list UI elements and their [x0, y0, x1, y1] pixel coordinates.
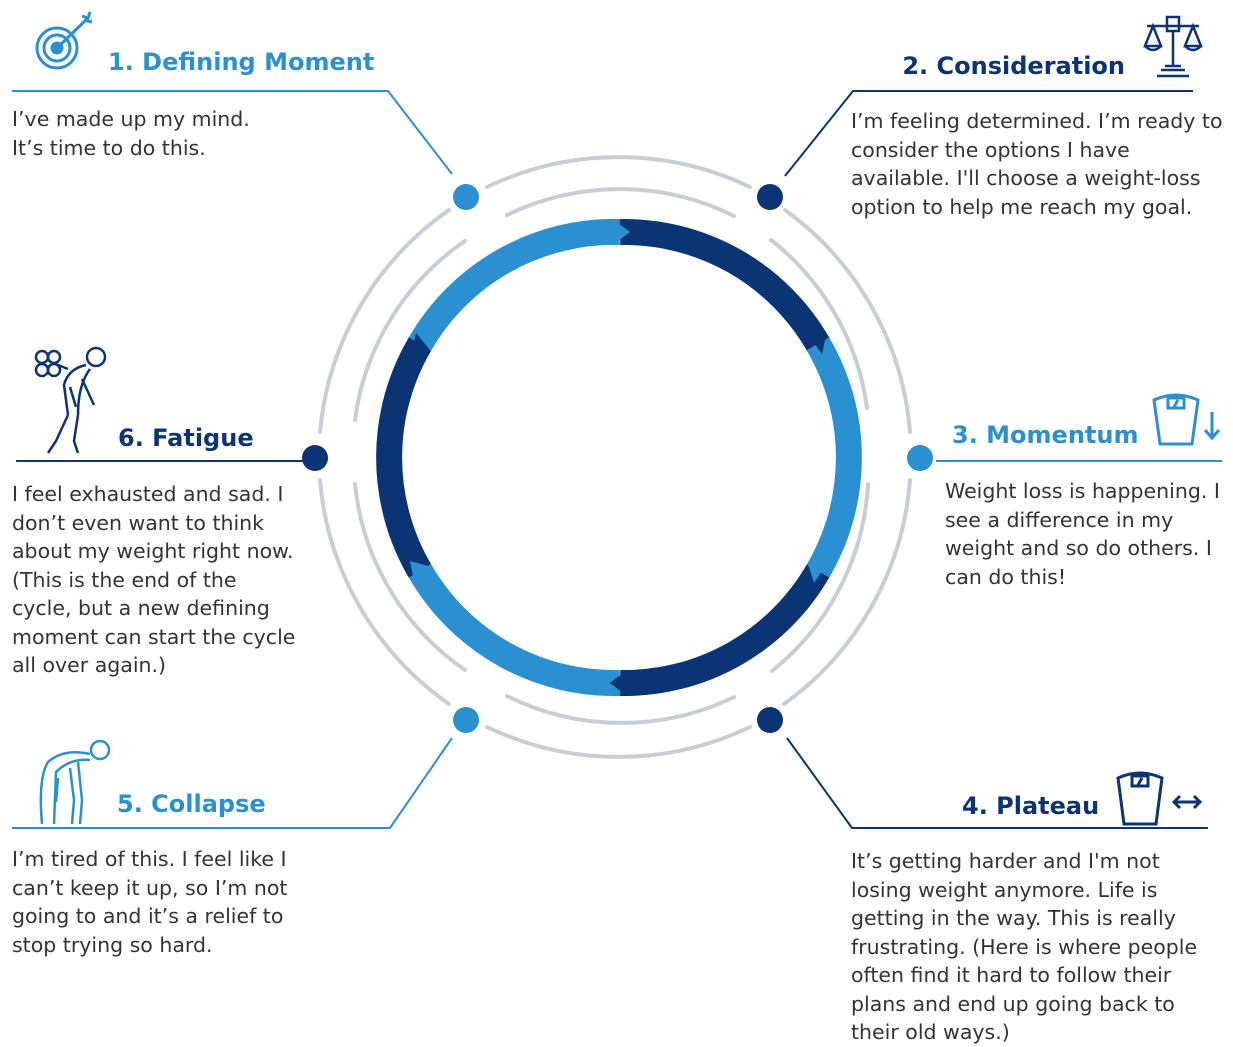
outer-ring-arc-lower-left — [318, 478, 451, 706]
inner-ring-arc-top — [505, 187, 736, 218]
stage-title-fatigue: 6. Fatigue — [118, 424, 254, 452]
stage-description-collapse: I’m tired of this. I feel like I can’t k… — [12, 847, 288, 957]
bathroom-scale-left-right-arrow-icon — [1116, 771, 1203, 826]
stage-description-momentum: Weight loss is happening. I see a differ… — [945, 479, 1220, 589]
outer-ring-arc-top — [485, 155, 752, 189]
leader-line-plateau — [786, 737, 1208, 829]
bathroom-scale-down-arrow-icon — [1152, 393, 1221, 446]
cycle-segment-collapse — [408, 564, 621, 697]
cycle-segment-momentum — [806, 337, 862, 578]
cycle-arrowheads — [410, 220, 826, 695]
leader-lines — [12, 90, 1222, 829]
inner-ring-arc-upper-right — [769, 238, 869, 410]
stage-title-plateau: 4. Plateau — [962, 792, 1100, 820]
leader-line-consideration — [784, 90, 1193, 177]
cycle-segment-consideration — [619, 218, 830, 351]
inner-ring-arc-bottom — [505, 694, 736, 725]
arrowhead-to-defining-moment — [412, 333, 430, 352]
stage-description-defining-moment: I’ve made up my mind. It’s time to do th… — [12, 107, 250, 160]
outer-ring-arc-bottom — [485, 725, 752, 759]
outer-ring-arc-upper-left — [318, 208, 451, 434]
stage-description-plateau: It’s getting harder and I'm not losing w… — [851, 849, 1198, 1044]
stage-title-momentum: 3. Momentum — [952, 421, 1139, 449]
stage-title-collapse: 5. Collapse — [117, 790, 266, 818]
outer-ring-arc-upper-right — [783, 208, 912, 434]
person-with-windup-key-icon — [34, 346, 107, 454]
arrowhead-to-momentum — [808, 334, 826, 354]
cycle-ring — [376, 218, 862, 697]
stage-title-consideration: 2. Consideration — [902, 52, 1125, 80]
stage-dot-collapse — [453, 707, 479, 733]
target-with-arrow-icon — [35, 11, 93, 70]
arrowhead-to-plateau — [808, 564, 826, 583]
cycle-segment-defining-moment — [408, 218, 621, 351]
stage-title-defining-moment: 1. Defining Moment — [108, 48, 375, 76]
stage-dot-plateau — [757, 707, 783, 733]
arrowhead-to-consideration — [614, 220, 630, 244]
person-bent-over-icon — [39, 739, 111, 825]
arrowhead-to-collapse — [610, 671, 626, 695]
stage-dot-consideration — [757, 184, 783, 210]
leader-line-defining-moment — [12, 90, 453, 175]
outer-ring-arc-lower-right — [782, 478, 912, 706]
outer-gray-ring — [318, 155, 912, 759]
arrowhead-to-fatigue — [410, 561, 428, 581]
stage-description-fatigue: I feel exhausted and sad. I don’t even w… — [12, 482, 296, 677]
stage-description-consideration: I’m feeling determined. I’m ready to con… — [851, 109, 1223, 219]
inner-ring-arc-lower-left — [353, 482, 467, 672]
inner-ring-arc-upper-left — [353, 239, 467, 422]
stage-dot-momentum — [907, 445, 933, 471]
inner-gray-ring — [353, 187, 870, 725]
stage-dot-defining-moment — [453, 184, 479, 210]
leader-line-collapse — [12, 737, 453, 829]
cycle-segment-plateau — [619, 564, 830, 697]
inner-ring-arc-lower-right — [770, 482, 870, 673]
cycle-segment-fatigue — [376, 337, 432, 578]
balance-scale-icon — [1143, 15, 1203, 78]
stage-dot-fatigue — [302, 445, 328, 471]
